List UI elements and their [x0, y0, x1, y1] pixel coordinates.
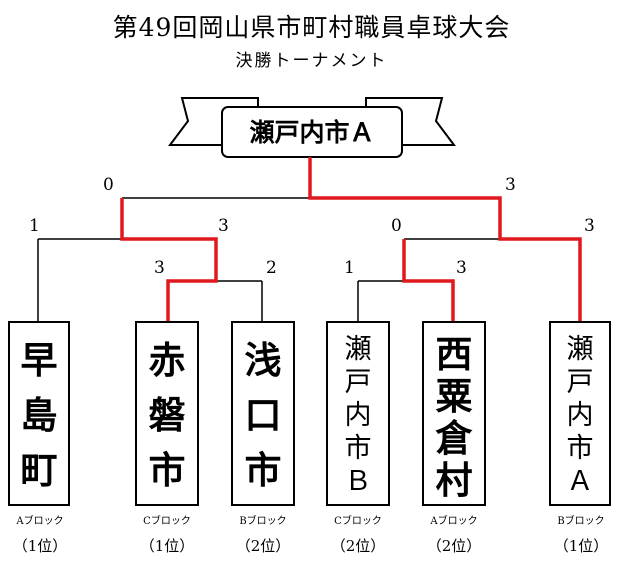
- rank-label: （1位）: [139, 537, 195, 555]
- champion-label: 瀬戸内市Ａ: [249, 118, 375, 147]
- block-label: Bブロック: [239, 516, 287, 527]
- rank-label: （2位）: [235, 537, 291, 555]
- rank-label: （1位）: [553, 537, 609, 555]
- team-name: 早 島 町: [20, 338, 58, 492]
- page-subtitle: 決勝トーナメント: [235, 51, 388, 71]
- team-box-2: 赤 磐 市: [135, 321, 199, 506]
- score-semi-left-top: 1: [29, 216, 40, 236]
- block-label: Aブロック: [16, 516, 64, 527]
- score-qf-left-b: 2: [266, 258, 277, 278]
- score-semi-right-bottom: 3: [584, 216, 595, 236]
- team-name: 瀬 戸 内 市 Ａ: [566, 334, 594, 497]
- rank-label: （2位）: [426, 537, 482, 555]
- team-box-1: 早 島 町: [8, 321, 70, 506]
- block-label: Aブロック: [430, 516, 478, 527]
- team-name: 瀬 戸 内 市 Ｂ: [344, 334, 372, 497]
- champion-banner: [168, 97, 456, 158]
- rank-label: （1位）: [12, 537, 68, 555]
- team-box-3: 浅 口 市: [231, 321, 295, 506]
- team-box-4: 瀬 戸 内 市 Ｂ: [326, 321, 390, 506]
- score-final-right: 3: [505, 175, 516, 195]
- team-name: 赤 磐 市: [148, 338, 186, 492]
- team-name: 西 粟 倉 村: [435, 332, 473, 502]
- score-qf-right-b: 3: [456, 258, 467, 278]
- rank-label: （2位）: [330, 537, 386, 555]
- block-label: Cブロック: [143, 516, 191, 527]
- score-semi-right-top: 0: [391, 216, 402, 236]
- score-qf-right-a: 1: [344, 258, 355, 278]
- team-box-5: 西 粟 倉 村: [422, 321, 486, 506]
- team-name: 浅 口 市: [244, 338, 282, 492]
- score-final-left: 0: [103, 175, 114, 195]
- team-box-6: 瀬 戸 内 市 Ａ: [549, 321, 611, 506]
- page-title: 第49回岡山県市町村職員卓球大会: [112, 13, 511, 42]
- score-qf-left-a: 3: [154, 258, 165, 278]
- block-label: Cブロック: [334, 516, 382, 527]
- block-label: Bブロック: [557, 516, 605, 527]
- score-semi-left-bottom: 3: [218, 216, 229, 236]
